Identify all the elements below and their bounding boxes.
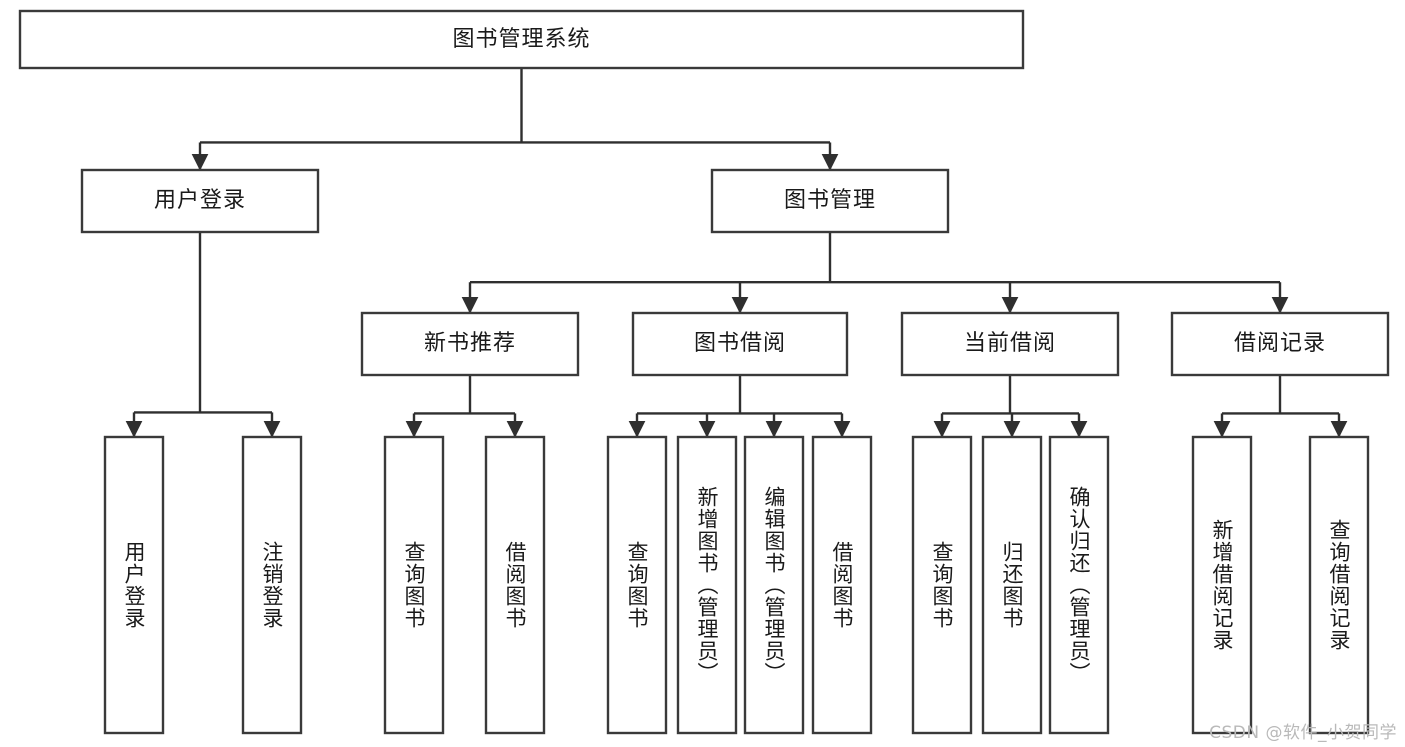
node-box-root: [18, 9, 1025, 70]
node-box-leaf-current-query-book: [911, 435, 973, 735]
node-box-book-borrow: [631, 311, 849, 377]
node-box-leaf-borrow-edit-book: [743, 435, 805, 735]
node-box-leaf-rec-query-book: [383, 435, 445, 735]
node-box-leaf-rec-borrow-book: [484, 435, 546, 735]
node-box-leaf-user-logout: [241, 435, 303, 735]
node-box-leaf-borrow-query-book: [606, 435, 668, 735]
node-box-leaf-borrow-borrow-book: [811, 435, 873, 735]
node-box-leaf-borrow-add-book: [676, 435, 738, 735]
node-box-borrow-record: [1170, 311, 1390, 377]
node-box-leaf-record-add: [1191, 435, 1253, 735]
boxes-layer: [18, 9, 1390, 735]
node-box-user-login: [80, 168, 320, 234]
node-box-book-manage: [710, 168, 950, 234]
watermark-text: CSDN @软件_小贺同学: [1209, 723, 1397, 743]
edges-layer: [125, 68, 1348, 438]
node-box-leaf-current-return-book: [981, 435, 1043, 735]
node-box-leaf-user-login: [103, 435, 165, 735]
node-box-new-book-rec: [360, 311, 580, 377]
node-box-leaf-current-confirm-return: [1048, 435, 1110, 735]
node-box-leaf-record-query: [1308, 435, 1370, 735]
node-box-current-borrow: [900, 311, 1120, 377]
